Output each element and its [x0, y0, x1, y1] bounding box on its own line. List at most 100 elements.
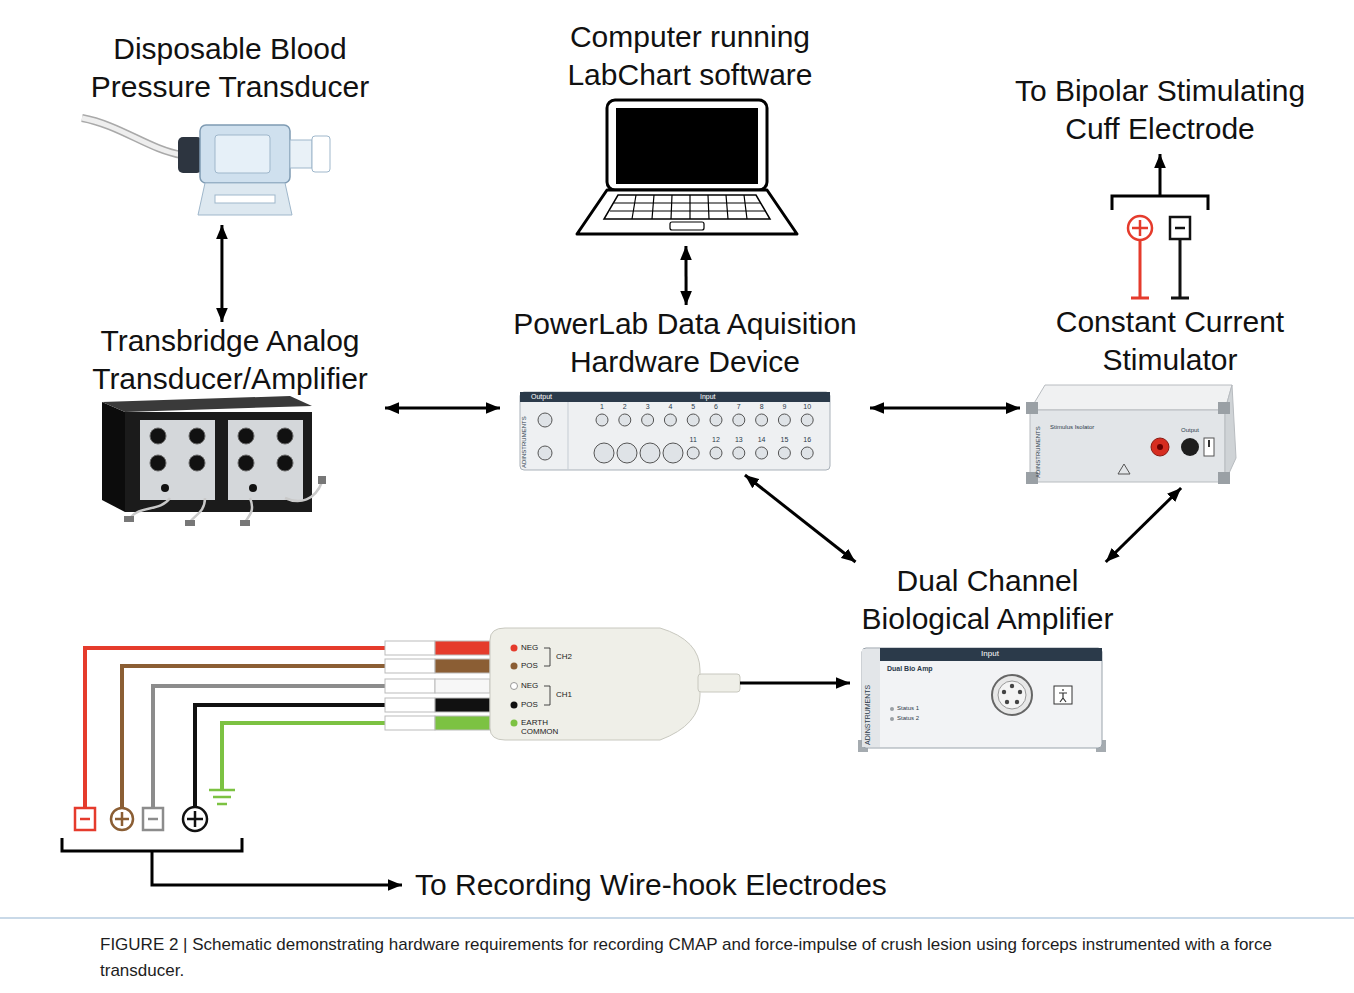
- pressure-transducer-picture: [290, 140, 312, 168]
- device-node: Constant Current StimulatorStimulus Isol…: [1020, 303, 1320, 488]
- powerlab-picture: [617, 443, 637, 463]
- pin-label: NEG: [521, 643, 538, 652]
- transbridge-picture: [189, 455, 205, 471]
- stimulating-leads: [1170, 217, 1190, 239]
- transbridge-picture: [124, 516, 134, 522]
- electrode-cable-picture: [435, 679, 490, 693]
- transbridge-picture: [150, 455, 166, 471]
- bio-amplifier-picture: [1005, 700, 1009, 704]
- pressure-transducer-picture: [215, 195, 275, 203]
- bio-amplifier-picture: [858, 648, 1106, 752]
- pressure-transducer-picture: [178, 137, 202, 173]
- bio-amplifier-picture: [862, 649, 880, 747]
- stimulating-leads: [1128, 216, 1190, 298]
- pressure-transducer-picture: [215, 135, 270, 173]
- figure-caption: FIGURE 2 | Schematic demonstrating hardw…: [100, 932, 1300, 984]
- panel-label: 5: [691, 403, 695, 411]
- electrode-cable-picture: [85, 648, 385, 808]
- panel-label: ADINSTRUMENTS: [1035, 426, 1042, 478]
- powerlab-picture: [568, 402, 569, 470]
- stimulator-picture: [1208, 440, 1210, 447]
- stimulating-leads: [1171, 239, 1189, 298]
- pin-label: CH1: [556, 690, 572, 699]
- powerlab-picture: [596, 414, 608, 426]
- bio-amplifier-picture: [890, 717, 894, 721]
- device-node: Transbridge Analog Transducer/Amplifier: [75, 322, 385, 532]
- signal-connector: [745, 475, 856, 562]
- device-heading: Transbridge Analog Transducer/Amplifier: [75, 322, 385, 398]
- panel-label: 13: [735, 436, 743, 444]
- powerlab-picture: [663, 443, 683, 463]
- electrode-symbols: [115, 812, 129, 826]
- bio-amplifier-picture: [1010, 684, 1014, 688]
- bio-amplifier-picture: [862, 648, 1102, 748]
- powerlab-picture: [520, 392, 830, 470]
- electrode-cable-picture: [222, 723, 385, 790]
- pressure-transducer-picture: [312, 136, 330, 172]
- electrode-symbols: [80, 818, 90, 821]
- electrode-symbols: [209, 790, 235, 804]
- laptop-picture: [577, 100, 797, 234]
- signal-connector: [870, 407, 1020, 410]
- electrode-cable-picture: [122, 666, 385, 808]
- panel-label: 16: [803, 436, 811, 444]
- panel-label: 11: [690, 436, 697, 444]
- stimulator-picture: [1218, 472, 1230, 484]
- pin-label: CH2: [556, 652, 572, 661]
- panel-label: 2: [623, 403, 627, 411]
- electrode-cable-picture: [511, 720, 518, 727]
- electrode-cable-picture: [385, 679, 435, 693]
- panel-label: 4: [668, 403, 672, 411]
- signal-connector: [220, 225, 223, 322]
- bio-amplifier-picture: [1002, 690, 1006, 694]
- stimulating-leads: [1131, 240, 1149, 298]
- transbridge-picture: [150, 428, 166, 444]
- bio-amplifier-picture: [1054, 686, 1072, 704]
- electrode-cable-picture: [85, 628, 740, 808]
- electrode-cable-picture: [435, 698, 490, 712]
- powerlab-picture: [520, 392, 830, 402]
- electrode-symbols: [148, 818, 158, 821]
- bracket: [62, 154, 1208, 885]
- stimulator-picture: [1151, 438, 1169, 456]
- annotation-label: To Recording Wire-hook Electrodes: [415, 866, 887, 904]
- powerlab-picture: [687, 414, 699, 426]
- powerlab-picture: [733, 414, 745, 426]
- electrode-cable-picture: [195, 705, 385, 807]
- panel-label: Output: [531, 393, 552, 401]
- stimulator-picture: [1026, 385, 1236, 484]
- stimulating-leads: [1175, 227, 1185, 230]
- panel-label: Status 2: [897, 715, 919, 722]
- electrode-cable-picture: [490, 628, 700, 740]
- transbridge-picture: [240, 520, 250, 526]
- signal-connector: [1106, 488, 1181, 562]
- bracket: [1159, 154, 1162, 196]
- laptop-picture: [670, 222, 704, 230]
- bio-amplifier-picture: [1015, 700, 1019, 704]
- bio-amplifier-picture: [992, 675, 1032, 715]
- panel-label: Output: [1181, 427, 1199, 434]
- powerlab-picture: [710, 447, 722, 459]
- transbridge-picture: [130, 498, 170, 518]
- bio-amplifier-picture: [998, 681, 1026, 709]
- device-node: Dual Channel Biological AmplifierInputDu…: [850, 562, 1125, 752]
- panel-label: 9: [782, 403, 786, 411]
- transbridge-picture: [277, 455, 293, 471]
- powerlab-picture: [619, 414, 631, 426]
- panel-label: 10: [803, 403, 811, 411]
- transbridge-picture: [125, 412, 312, 512]
- stimulator-picture: [1225, 385, 1236, 482]
- stimulating-leads: [1132, 220, 1148, 236]
- bracket: [152, 851, 402, 885]
- panel-label: Input: [700, 393, 716, 401]
- transbridge-picture: [228, 420, 303, 500]
- electrode-cable-picture: [385, 698, 435, 712]
- transbridge-picture: [185, 520, 195, 526]
- panel-label: Dual Bio Amp: [887, 665, 933, 673]
- powerlab-picture: [520, 392, 830, 470]
- stimulator-picture: [1118, 464, 1130, 474]
- transbridge-picture: [249, 484, 257, 492]
- stimulator-picture: [1030, 385, 1232, 410]
- pin-label: NEG: [521, 681, 538, 690]
